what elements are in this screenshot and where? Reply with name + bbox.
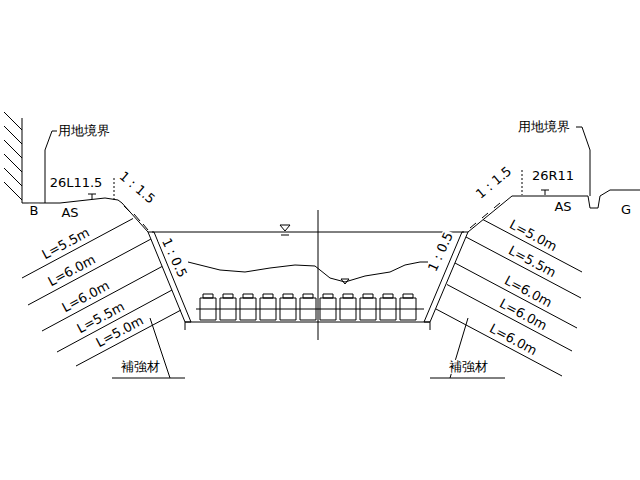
retaining-wall — [148, 232, 191, 322]
pavement-label: AS — [60, 206, 79, 220]
point-label: B — [29, 204, 40, 218]
boundary-leader — [576, 127, 590, 196]
slope-label: 1 : 1.5 — [116, 169, 159, 208]
station-label: 26R11 — [531, 169, 575, 183]
water-mark — [280, 225, 290, 235]
foot-blocks — [196, 294, 424, 320]
station-mark — [88, 194, 96, 199]
reinforcement-label: 補強材 — [448, 360, 489, 374]
wall-foot — [185, 322, 430, 330]
pavement-label: AS — [553, 200, 572, 214]
boundary-label: 用地境界 — [57, 124, 111, 138]
slope-label: 1 : 1.5 — [473, 164, 516, 203]
slope-label: 1 : 0.5 — [425, 229, 456, 275]
station-mark — [541, 190, 549, 195]
existing-bed — [188, 262, 428, 282]
existing-wall — [4, 112, 22, 203]
point-label: G — [620, 203, 632, 217]
bed-mark — [341, 279, 349, 284]
wall-panels — [124, 203, 500, 230]
slope-label: 1 : 0.5 — [158, 235, 189, 281]
station-label: 26L11.5 — [49, 176, 104, 190]
water-level — [152, 232, 464, 233]
channel-bed — [185, 322, 430, 323]
center-line — [318, 210, 319, 340]
survey-post — [114, 178, 115, 200]
boundary-leader — [45, 131, 58, 203]
reinforcement-label: 補強材 — [120, 360, 161, 374]
survey-post — [522, 170, 523, 195]
boundary-label: 用地境界 — [517, 120, 571, 134]
